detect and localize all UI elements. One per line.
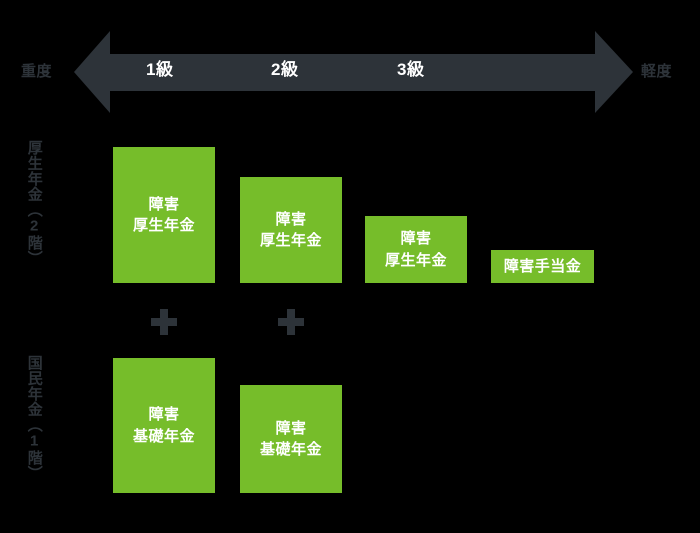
block-label: 障害 厚生年金 <box>132 195 195 234</box>
plus-icon-grade2 <box>278 309 304 335</box>
block-label: 障害 厚生年金 <box>259 210 322 249</box>
tier-label-employees-pension: 厚生年金（2階） <box>25 140 43 266</box>
block-label: 障害手当金 <box>503 257 582 275</box>
grade-label-2: 2級 <box>271 60 299 79</box>
severity-label-heavy: 重度 <box>21 63 53 80</box>
block-employees-pension-grade1: 障害 厚生年金 <box>113 147 215 283</box>
grade-label-1: 1級 <box>146 60 174 79</box>
block-employees-pension-grade2: 障害 厚生年金 <box>240 177 342 283</box>
block-label: 障害 厚生年金 <box>384 230 447 269</box>
arrow-head-right-icon <box>595 31 633 113</box>
grade-label-3: 3級 <box>397 60 425 79</box>
block-basic-pension-grade2: 障害 基礎年金 <box>240 385 342 493</box>
severity-label-light: 軽度 <box>641 63 673 80</box>
block-disability-allowance: 障害手当金 <box>491 250 594 283</box>
arrow-head-left-icon <box>74 31 110 113</box>
block-label: 障害 基礎年金 <box>132 406 195 445</box>
tier-label-national-pension: 国民年金（1階） <box>25 355 43 481</box>
block-employees-pension-grade3: 障害 厚生年金 <box>365 216 467 283</box>
arrow-shaft <box>108 54 596 91</box>
block-label: 障害 基礎年金 <box>259 419 322 458</box>
plus-icon-grade1 <box>151 309 177 335</box>
block-basic-pension-grade1: 障害 基礎年金 <box>113 358 215 493</box>
